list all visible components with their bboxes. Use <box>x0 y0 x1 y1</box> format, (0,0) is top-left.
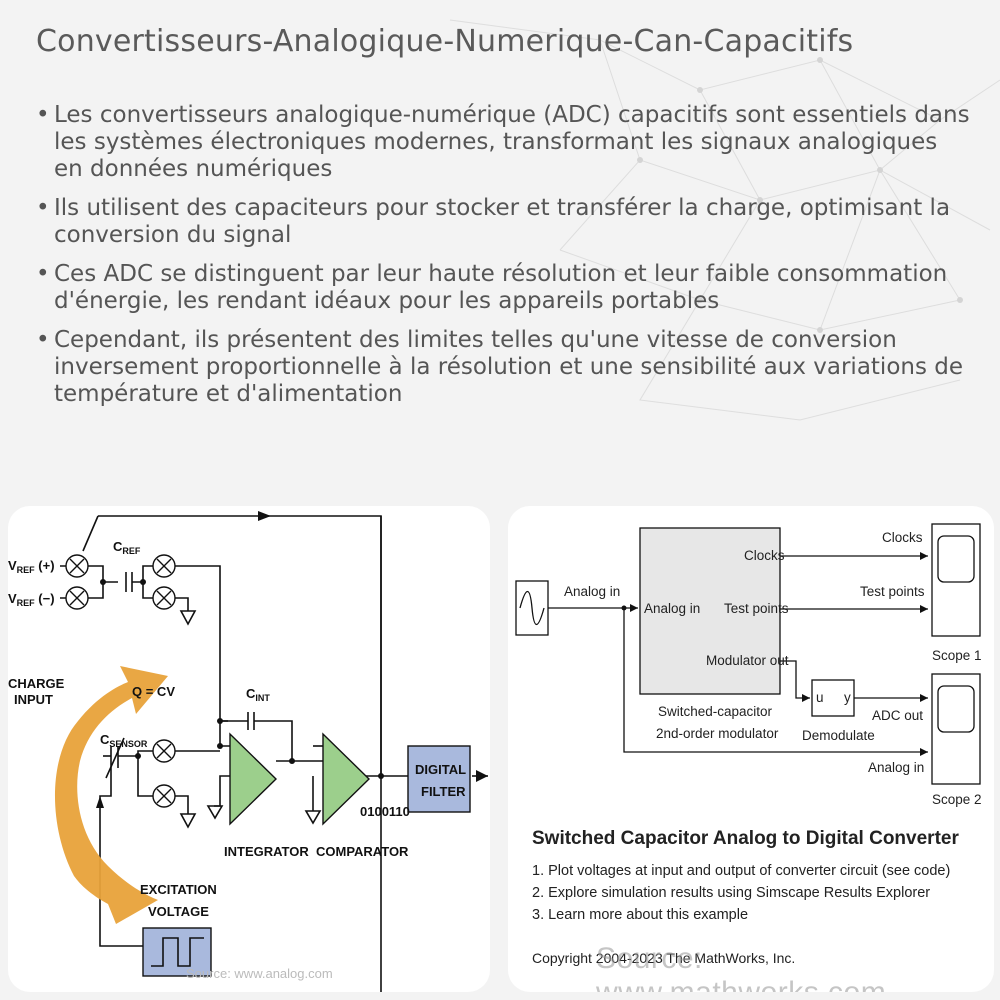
source-caption: Source: www.analog.com <box>186 966 333 981</box>
modulator-name-2: 2nd-order modulator <box>656 726 779 741</box>
excitation-label-2: VOLTAGE <box>148 904 209 919</box>
sine-wave-icon <box>519 590 545 626</box>
model-steps: 1. Plot voltages at input and output of … <box>532 860 950 926</box>
comparator-opamp <box>322 732 371 826</box>
demodulate-label: Demodulate <box>802 728 875 743</box>
digital-filter-label-2: FILTER <box>421 784 466 799</box>
signal-adc-out-label: ADC out <box>872 708 923 723</box>
charge-input-label: CHARGE <box>8 676 65 691</box>
bullet-item: •Ils utilisent des capaciteurs pour stoc… <box>32 195 972 249</box>
bullet-text: Cependant, ils présentent des limites te… <box>54 327 964 407</box>
comparator-label: COMPARATOR <box>316 844 409 859</box>
page-title: Convertisseurs-Analogique-Numerique-Can-… <box>36 24 854 59</box>
port-modulator-out: Modulator out <box>706 653 789 668</box>
modulator-name: Switched-capacitor <box>658 704 773 719</box>
cint-label: CINT <box>246 686 270 703</box>
integrator-opamp <box>229 732 278 826</box>
signal-analog-in-label: Analog in <box>564 584 620 599</box>
step-link[interactable]: 1. Plot voltages at input and output of … <box>532 863 951 879</box>
signal-test-points-label: Test points <box>860 584 925 599</box>
capacitive-adc-circuit: VREF (+) VREF (−) CREF CHARGE INPUT Q = … <box>8 511 488 992</box>
copyright-text: Copyright 2004-2023 The MathWorks, Inc. <box>532 950 796 966</box>
step-link[interactable]: 2. Explore simulation results using Sims… <box>532 885 931 901</box>
vref-neg-label: VREF (−) <box>8 591 55 608</box>
signal-clocks-label: Clocks <box>882 530 923 545</box>
simulink-model-panel: Analog in Analog in Clocks Test points M… <box>508 506 994 992</box>
model-heading: Switched Capacitor Analog to Digital Con… <box>532 828 959 849</box>
excitation-voltage-block <box>142 927 212 977</box>
digital-filter-block <box>407 745 471 813</box>
capacitive-adc-diagram-panel: VREF (+) VREF (−) CREF CHARGE INPUT Q = … <box>8 506 490 992</box>
scope-2-label: Scope 2 <box>932 792 982 807</box>
port-test-points: Test points <box>724 601 789 616</box>
signal-analog-in-2-label: Analog in <box>868 760 924 775</box>
bullet-item: •Cependant, ils présentent des limites t… <box>32 327 972 408</box>
bullet-item: •Les convertisseurs analogique-numérique… <box>32 102 972 183</box>
bullet-dot: • <box>36 327 50 353</box>
charge-arrow <box>54 666 168 924</box>
demodulate-block[interactable] <box>811 679 855 717</box>
bullet-text: Les convertisseurs analogique-numérique … <box>54 102 970 182</box>
bullet-text: Ils utilisent des capaciteurs pour stock… <box>54 195 951 248</box>
port-analog-in: Analog in <box>644 601 700 616</box>
source-watermark: Source: www.mathworks.com <box>596 942 886 992</box>
background-network-pattern <box>449 19 1000 421</box>
vref-pos-label: VREF (+) <box>8 558 55 575</box>
charge-input-label-2: INPUT <box>14 692 53 707</box>
csensor-label: CSENSOR <box>100 732 148 749</box>
bullet-text: Ces ADC se distinguent par leur haute ré… <box>54 261 948 314</box>
digital-filter-label: DIGITAL <box>415 762 466 777</box>
bullet-list: •Les convertisseurs analogique-numérique… <box>32 102 972 420</box>
step-link[interactable]: 3. Learn more about this example <box>532 907 749 923</box>
cref-label: CREF <box>113 539 141 556</box>
bitstream-label: 0100110 <box>360 804 410 819</box>
q-cv-label: Q = CV <box>132 684 175 699</box>
port-clocks: Clocks <box>744 548 785 563</box>
excitation-label: EXCITATION <box>140 882 217 897</box>
modulator-block[interactable] <box>639 527 781 695</box>
integrator-label: INTEGRATOR <box>224 844 309 859</box>
bullet-dot: • <box>36 195 50 221</box>
bullet-dot: • <box>36 102 50 128</box>
bullet-dot: • <box>36 261 50 287</box>
square-wave-icon <box>151 937 204 967</box>
demod-u: u <box>816 690 824 705</box>
bullet-item: •Ces ADC se distinguent par leur haute r… <box>32 261 972 315</box>
demod-y: y <box>844 690 851 705</box>
scope-1-label: Scope 1 <box>932 648 982 663</box>
simulink-block-diagram: Analog in Analog in Clocks Test points M… <box>515 523 982 807</box>
